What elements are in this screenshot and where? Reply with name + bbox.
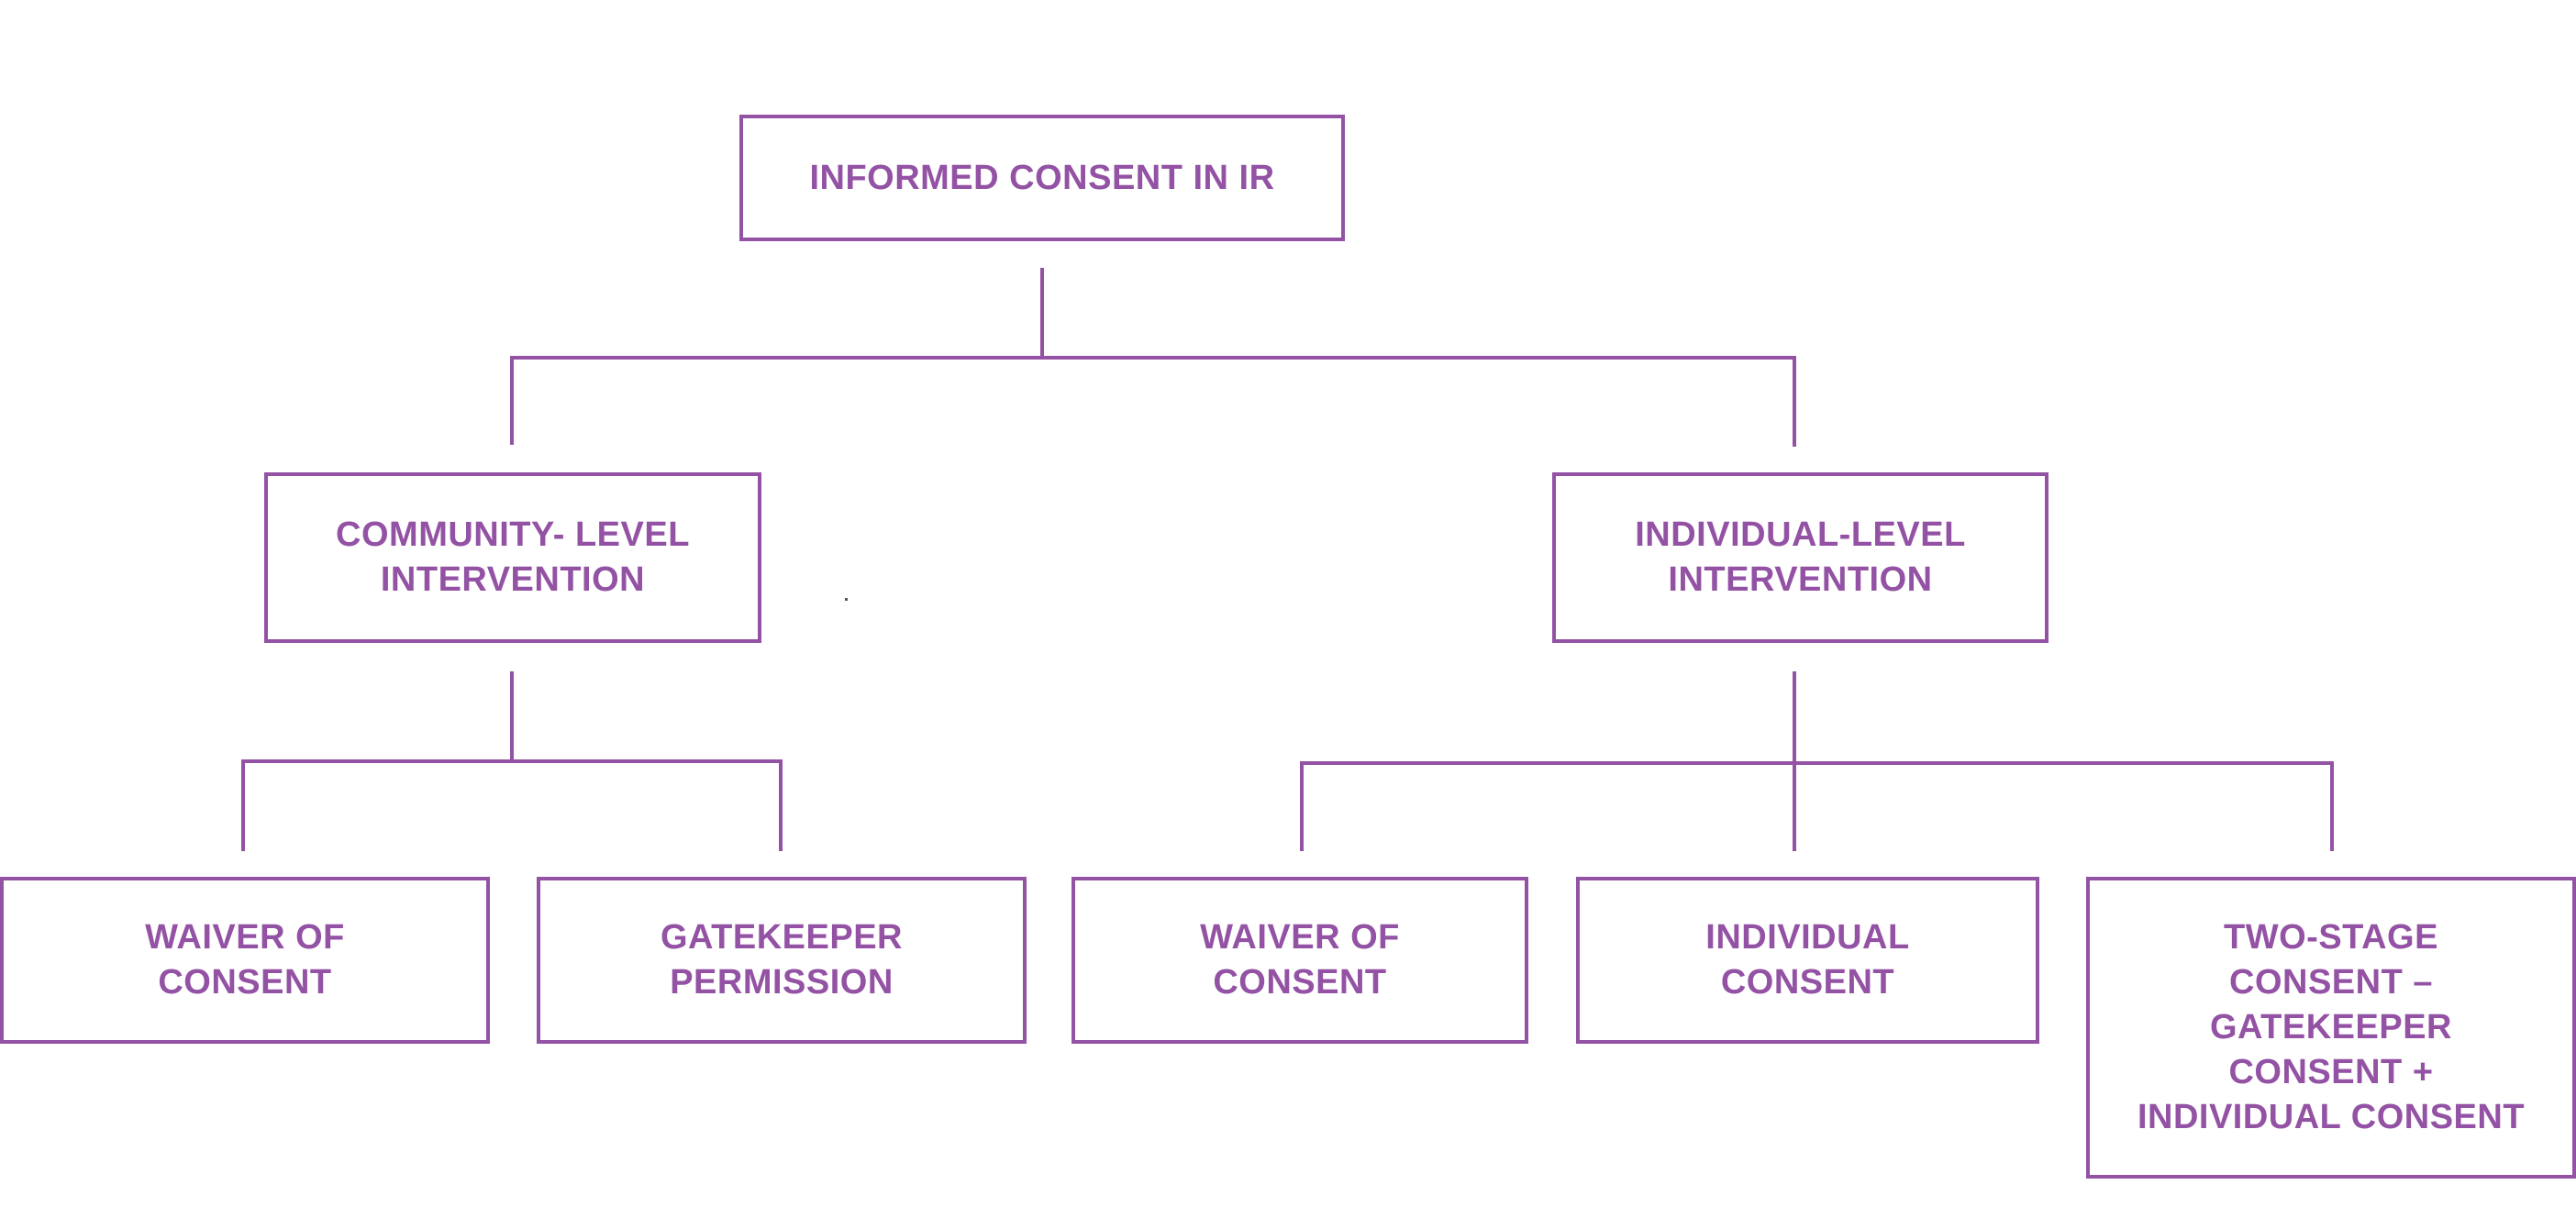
node-gatekeeper-permission: GATEKEEPER PERMISSION: [537, 877, 1027, 1044]
node-label: INFORMED CONSENT IN IR: [809, 158, 1275, 197]
node-label: GATEKEEPER PERMISSION: [660, 918, 903, 1002]
node-label: TWO-STAGE CONSENT – GATEKEEPER CONSENT +…: [2137, 918, 2526, 1136]
node-informed-consent-in-ir: INFORMED CONSENT IN IR: [739, 115, 1345, 241]
node-two-stage-consent: TWO-STAGE CONSENT – GATEKEEPER CONSENT +…: [2086, 877, 2576, 1179]
node-community-level-intervention: COMMUNITY- LEVEL INTERVENTION: [264, 472, 761, 643]
node-individual-waiver-of-consent: WAIVER OF CONSENT: [1071, 877, 1528, 1044]
node-label: INDIVIDUAL CONSENT: [1705, 918, 1910, 1002]
stray-dot: [845, 598, 848, 601]
node-individual-level-intervention: INDIVIDUAL-LEVEL INTERVENTION: [1552, 472, 2049, 643]
node-individual-consent: INDIVIDUAL CONSENT: [1576, 877, 2039, 1044]
node-community-waiver-of-consent: WAIVER OF CONSENT: [0, 877, 490, 1044]
node-label: COMMUNITY- LEVEL INTERVENTION: [336, 515, 690, 599]
node-label: INDIVIDUAL-LEVEL INTERVENTION: [1635, 515, 1966, 599]
node-label: WAIVER OF CONSENT: [145, 918, 345, 1002]
node-label: WAIVER OF CONSENT: [1200, 918, 1400, 1002]
